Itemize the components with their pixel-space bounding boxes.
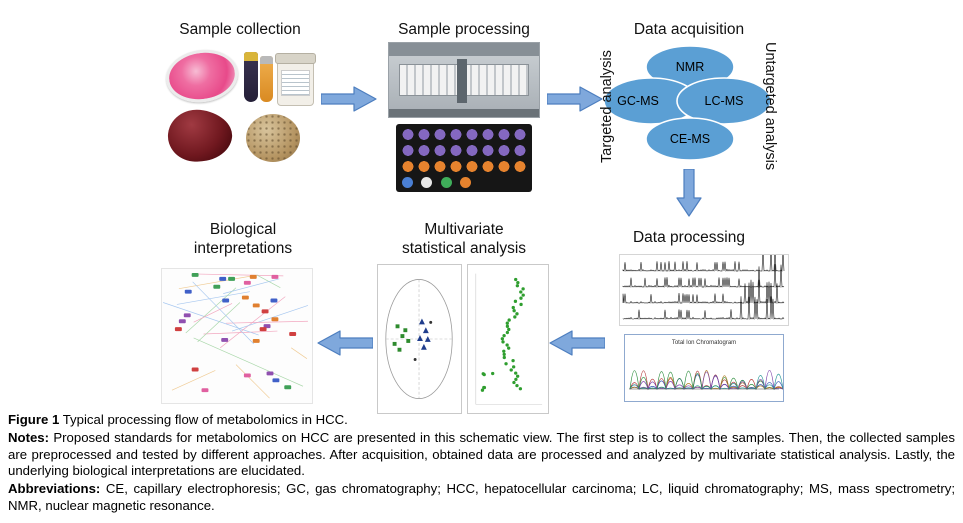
notes-label: Notes: [8, 430, 50, 446]
instrument-arm [457, 59, 467, 103]
instrument-top-panel [389, 43, 539, 56]
group-b-points [417, 318, 431, 350]
method-cems-label: CE-MS [670, 132, 710, 146]
dried-sample-photo [246, 114, 300, 162]
abbreviations-text: CE, capillary electrophoresis; GC, gas c… [8, 481, 955, 513]
vial-row [400, 175, 528, 190]
cems-ellipse [645, 117, 735, 161]
tissue-sample-photo [165, 106, 235, 166]
vial-cap [421, 177, 433, 188]
group-a-points [392, 324, 411, 352]
autosampler-photo [388, 42, 540, 118]
figure-caption-block: Figure 1 Typical processing flow of meta… [8, 412, 955, 516]
lcms-ellipse [676, 77, 772, 125]
label-data-processing: Data processing [632, 229, 745, 246]
cup-label [281, 70, 310, 96]
label-biological-interpretations: Biological interpretations [168, 220, 318, 258]
nmr-spectra-thumbnail [619, 247, 789, 326]
arrow-acquisition-to-dataprocessing [676, 169, 702, 217]
arrow-statistics-to-interpretation [317, 330, 373, 356]
vial-cap [402, 177, 413, 188]
figure-title: Typical processing flow of metabolomics … [62, 412, 348, 427]
figure-title-line: Figure 1 Typical processing flow of meta… [8, 412, 955, 428]
figure-label: Figure 1 [8, 412, 60, 427]
s-plot-svg [475, 273, 543, 405]
method-nmr-label: NMR [676, 60, 704, 74]
vial-row [400, 143, 528, 158]
abbreviations-paragraph: Abbreviations: CE, capillary electrophor… [8, 481, 955, 514]
label-biological-line1: Biological [209, 221, 277, 238]
cup-lid [275, 53, 316, 64]
sample-processing-images [388, 42, 540, 192]
label-multivariate-line2: statistical analysis [401, 240, 527, 257]
notes-text: Proposed standards for metabolomics on H… [8, 430, 955, 479]
arrow-collection-to-processing [321, 86, 377, 112]
pathway-map-svg [162, 272, 309, 399]
blood-tube-photo [244, 52, 258, 102]
abbreviations-label: Abbreviations: [8, 481, 101, 497]
arrow-processing-to-acquisition [547, 86, 603, 112]
label-untargeted-analysis: Untargeted analysis [762, 41, 778, 171]
label-targeted-analysis: Targeted analysis [599, 50, 615, 164]
label-multivariate-analysis: Multivariate statistical analysis [382, 220, 546, 258]
vial-row [400, 127, 528, 142]
sample-collection-images [162, 44, 316, 166]
chromatogram-title: Total Ion Chromatogram [672, 340, 736, 346]
chromatogram-thumbnail: Total Ion Chromatogram [624, 334, 784, 402]
label-biological-line2: interpretations [193, 240, 293, 257]
label-multivariate-line1: Multivariate [424, 221, 504, 238]
petri-dish-photo [162, 45, 242, 107]
vial-rack-photo [396, 124, 532, 192]
label-data-acquisition: Data acquisition [633, 21, 745, 38]
instrument-base [389, 109, 539, 117]
specimen-cup-photo [275, 53, 316, 106]
acquisition-method-venn: NMR GC-MS LC-MS CE-MS [603, 45, 772, 161]
vial-cap [440, 177, 452, 188]
notes-paragraph: Notes: Proposed standards for metabolomi… [8, 430, 955, 479]
label-sample-processing: Sample processing [398, 21, 530, 38]
arrow-dataprocessing-to-statistics [549, 330, 605, 356]
label-sample-collection: Sample collection [179, 21, 301, 38]
vial-cap [460, 177, 472, 188]
method-lcms-label: LC-MS [705, 94, 744, 108]
sample-tube-photo [260, 56, 273, 102]
pca-score-plot-svg [385, 279, 453, 399]
method-gcms-label: GC-MS [617, 94, 659, 108]
chromatogram-plot: Total Ion Chromatogram [629, 340, 784, 391]
pathway-map-thumbnail [161, 268, 313, 404]
s-plot [467, 264, 549, 414]
data-processing-images: Total Ion Chromatogram [617, 247, 791, 404]
tube-cap [244, 52, 258, 61]
nmr-spectra-plot [622, 247, 785, 320]
pca-score-plot [377, 264, 462, 414]
tube-cap [260, 56, 273, 64]
vial-row [400, 159, 528, 174]
